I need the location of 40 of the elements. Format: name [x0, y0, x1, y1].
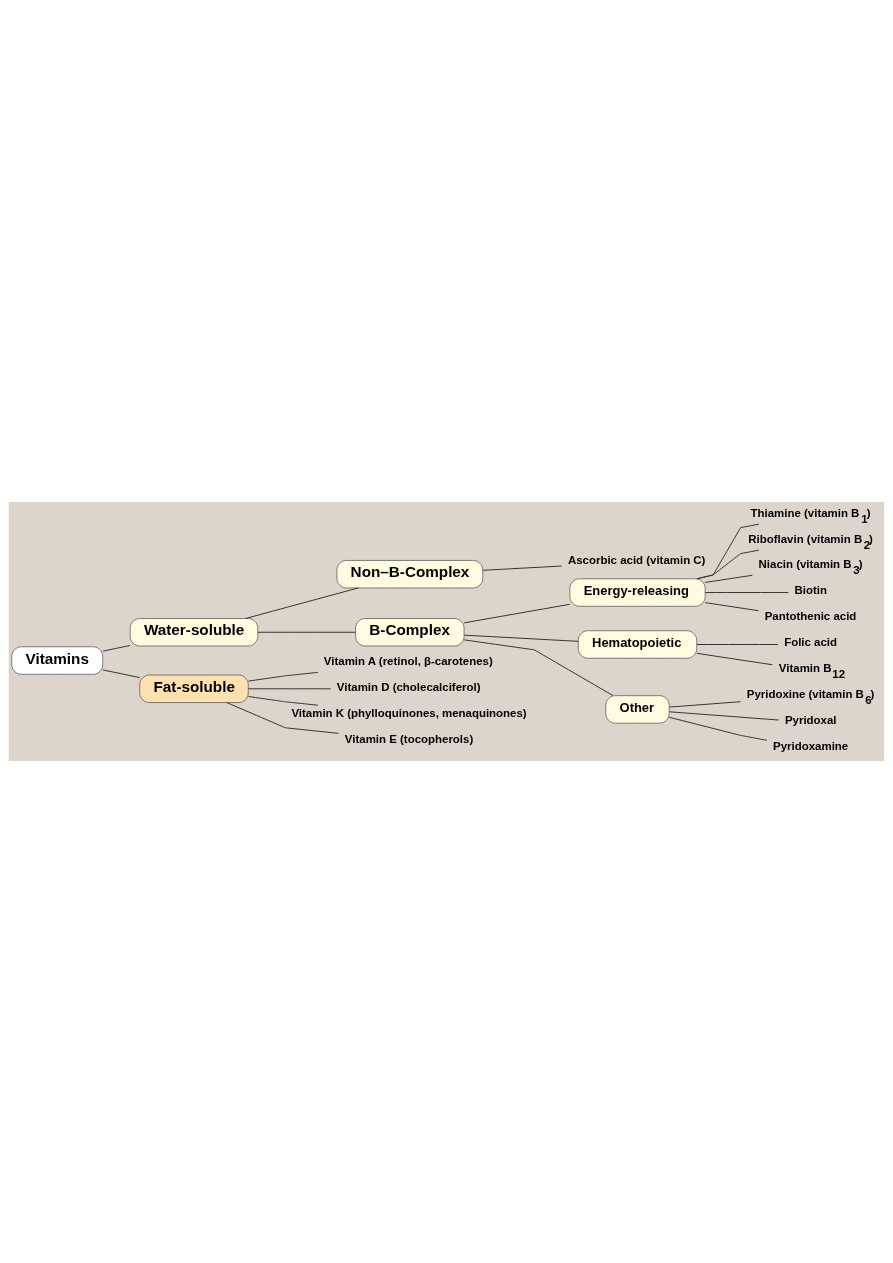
connector [668, 701, 741, 708]
connector [463, 603, 571, 624]
node-box: Vitamins [11, 646, 104, 675]
connector [102, 669, 141, 679]
connector [257, 631, 356, 633]
node-box: B-Complex [355, 618, 465, 647]
node-box: Other [605, 695, 670, 724]
node-text: Vitamin A (retinol, β-carotenes) [323, 654, 493, 667]
connector [696, 652, 773, 666]
node-text: Ascorbic acid (vitamin C) [567, 553, 706, 566]
node-text: Pyridoxal [784, 714, 837, 727]
node-text: Vitamin D (cholecalciferol) [336, 680, 481, 693]
connector [668, 716, 768, 741]
node-text: Biotin [794, 584, 827, 597]
node-text: Folic acid [784, 636, 838, 649]
connector [226, 702, 339, 734]
connector [704, 592, 789, 594]
connector [482, 565, 563, 571]
node-box: Fat-soluble [139, 674, 249, 703]
connector [247, 688, 332, 690]
node-box: Water-soluble [129, 618, 259, 647]
connector [696, 549, 760, 580]
node-box: Hematopoietic [577, 630, 698, 659]
connector [696, 644, 779, 645]
node-box: Energy-releasing [569, 578, 706, 607]
connector [704, 602, 760, 612]
connector [463, 639, 614, 697]
connector [247, 671, 319, 682]
connector [463, 634, 579, 642]
connector [245, 587, 359, 619]
connector [696, 523, 760, 580]
connector [247, 696, 319, 706]
node-box: Non–B-Complex [336, 560, 484, 589]
node-text: Vitamin K (phylloquinones, menaquinones) [291, 706, 527, 719]
node-text: Pantothenic acid [764, 610, 857, 623]
node-text: Vitamin E (tocopherols) [344, 732, 474, 745]
connector [704, 574, 753, 583]
connector [668, 711, 780, 721]
connector [102, 644, 131, 652]
node-text: Pyridoxamine [773, 740, 849, 753]
